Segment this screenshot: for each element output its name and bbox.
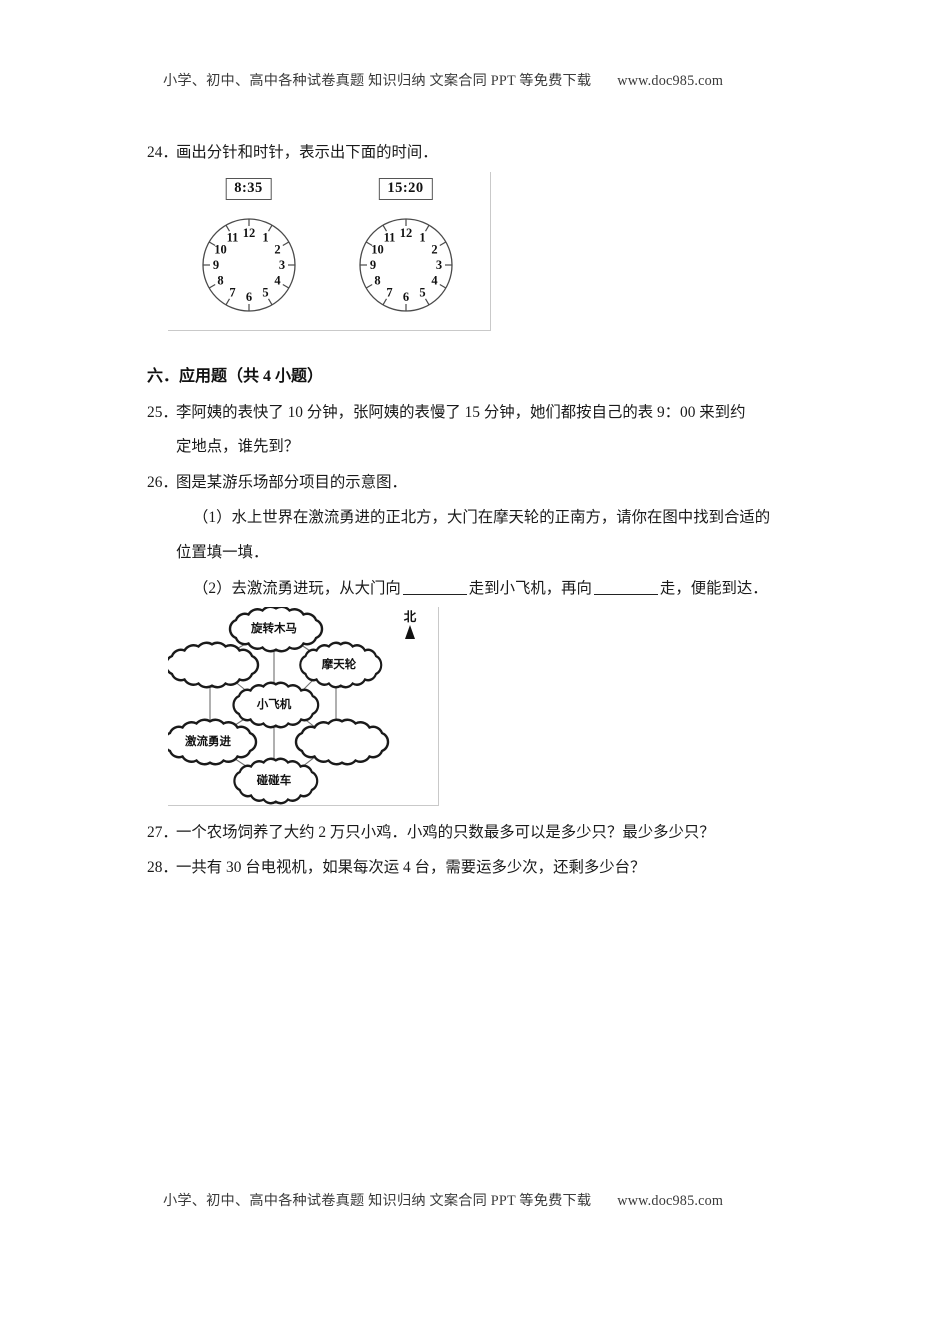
- question-28-number: 28．: [147, 859, 178, 876]
- clock-1-time-label: 8:35: [225, 178, 272, 200]
- svg-text:9: 9: [369, 258, 375, 272]
- park-node-carousel: 旋转木马: [228, 607, 324, 653]
- question-26-part2: （2）去激流勇进玩，从大门向 走到小飞机，再向 走，便能到达．: [193, 576, 768, 598]
- svg-text:9: 9: [212, 258, 218, 272]
- clock-2-face: 12 1 2 3 4 5 6 7 8 9 10 11: [353, 212, 459, 318]
- question-25-line-2: 定地点，谁先到？: [176, 438, 300, 455]
- clock-2-time-label: 15:20: [378, 178, 433, 200]
- svg-text:10: 10: [371, 243, 384, 257]
- park-node-blank-left: [168, 641, 260, 689]
- question-26-part2-segment-c: 走，便能到达．: [659, 580, 768, 597]
- svg-text:4: 4: [431, 274, 438, 288]
- park-node-bumper-label: 碰碰车: [257, 773, 292, 787]
- svg-text:11: 11: [383, 231, 395, 245]
- svg-text:1: 1: [262, 231, 268, 245]
- question-25-number: 25．: [147, 404, 178, 421]
- question-24-text: 画出分针和时针，表示出下面的时间．: [176, 144, 438, 161]
- question-25-line-1: 李阿姨的表快了 10 分钟，张阿姨的表慢了 15 分钟，她们都按自己的表 9：0…: [176, 404, 746, 421]
- north-arrow-icon: [405, 625, 415, 639]
- svg-text:4: 4: [274, 274, 281, 288]
- park-node-plane: 小飞机: [232, 681, 320, 729]
- running-footer-text: 小学、初中、高中各种试卷真题 知识归纳 文案合同 PPT 等免费下载: [163, 1193, 592, 1209]
- park-node-ferris-label: 摩天轮: [322, 657, 357, 671]
- question-26-number: 26．: [147, 474, 178, 491]
- running-header-url: www.doc985.com: [617, 73, 724, 89]
- svg-text:7: 7: [386, 286, 392, 300]
- north-indicator: 北: [398, 611, 422, 639]
- park-node-bumper: 碰碰车: [233, 757, 319, 805]
- north-label: 北: [403, 610, 417, 624]
- question-26-part1-line-2: 位置填一填．: [176, 544, 269, 561]
- svg-text:5: 5: [262, 286, 268, 300]
- section-heading: 六．应用题（共 4 小题）: [147, 368, 324, 385]
- svg-text:3: 3: [435, 258, 441, 272]
- svg-text:1: 1: [419, 231, 425, 245]
- park-node-rapids: 激流勇进: [168, 718, 258, 766]
- clock-figure: 8:35: [168, 172, 491, 331]
- question-27-text: 一个农场饲养了大约 2 万只小鸡．小鸡的只数最多可以是多少只？最少多少只？: [176, 824, 715, 841]
- park-node-rapids-label: 激流勇进: [185, 734, 231, 748]
- svg-text:12: 12: [242, 226, 255, 240]
- svg-text:6: 6: [402, 290, 408, 304]
- svg-text:7: 7: [229, 286, 235, 300]
- park-node-carousel-label: 旋转木马: [250, 621, 297, 635]
- svg-text:8: 8: [217, 274, 223, 288]
- answer-blank-direction-1[interactable]: [402, 579, 467, 595]
- svg-text:3: 3: [278, 258, 284, 272]
- park-node-ferris: 摩天轮: [299, 641, 383, 689]
- amusement-park-figure: 旋转木马 摩天轮 小飞机 激流勇进: [168, 607, 439, 806]
- clock-unit-1: 8:35: [176, 172, 321, 330]
- question-24-number: 24．: [147, 144, 178, 161]
- question-26-text: 图是某游乐场部分项目的示意图．: [176, 474, 407, 491]
- question-26-part2-segment-a: （2）去激流勇进玩，从大门向: [193, 580, 401, 597]
- svg-text:11: 11: [226, 231, 238, 245]
- svg-text:5: 5: [419, 286, 425, 300]
- answer-blank-direction-2[interactable]: [593, 579, 658, 595]
- running-header-text: 小学、初中、高中各种试卷真题 知识归纳 文案合同 PPT 等免费下载: [163, 73, 592, 89]
- question-28-text: 一共有 30 台电视机，如果每次运 4 台，需要运多少次，还剩多少台？: [176, 859, 646, 876]
- clock-1-face: 12 1 2 3 4 5 6 7 8 9 10 11: [196, 212, 302, 318]
- park-diagram-svg: 旋转木马 摩天轮 小飞机 激流勇进: [168, 607, 390, 805]
- question-26-part1-line-1: （1）水上世界在激流勇进的正北方，大门在摩天轮的正南方，请你在图中找到合适的: [193, 509, 771, 526]
- park-node-blank-right: [294, 718, 390, 766]
- running-footer-url: www.doc985.com: [617, 1193, 724, 1209]
- clock-unit-2: 15:20: [333, 172, 478, 330]
- question-27-number: 27．: [147, 824, 178, 841]
- svg-text:10: 10: [214, 243, 227, 257]
- svg-text:2: 2: [431, 243, 437, 257]
- question-26-part2-segment-b: 走到小飞机，再向: [468, 580, 592, 597]
- svg-text:8: 8: [374, 274, 380, 288]
- svg-text:6: 6: [245, 290, 251, 304]
- svg-text:12: 12: [399, 226, 412, 240]
- svg-text:2: 2: [274, 243, 280, 257]
- running-footer: 小学、初中、高中各种试卷真题 知识归纳 文案合同 PPT 等免费下载 www.do…: [163, 1190, 803, 1210]
- park-node-plane-label: 小飞机: [256, 697, 292, 711]
- running-header: 小学、初中、高中各种试卷真题 知识归纳 文案合同 PPT 等免费下载 www.do…: [163, 70, 803, 90]
